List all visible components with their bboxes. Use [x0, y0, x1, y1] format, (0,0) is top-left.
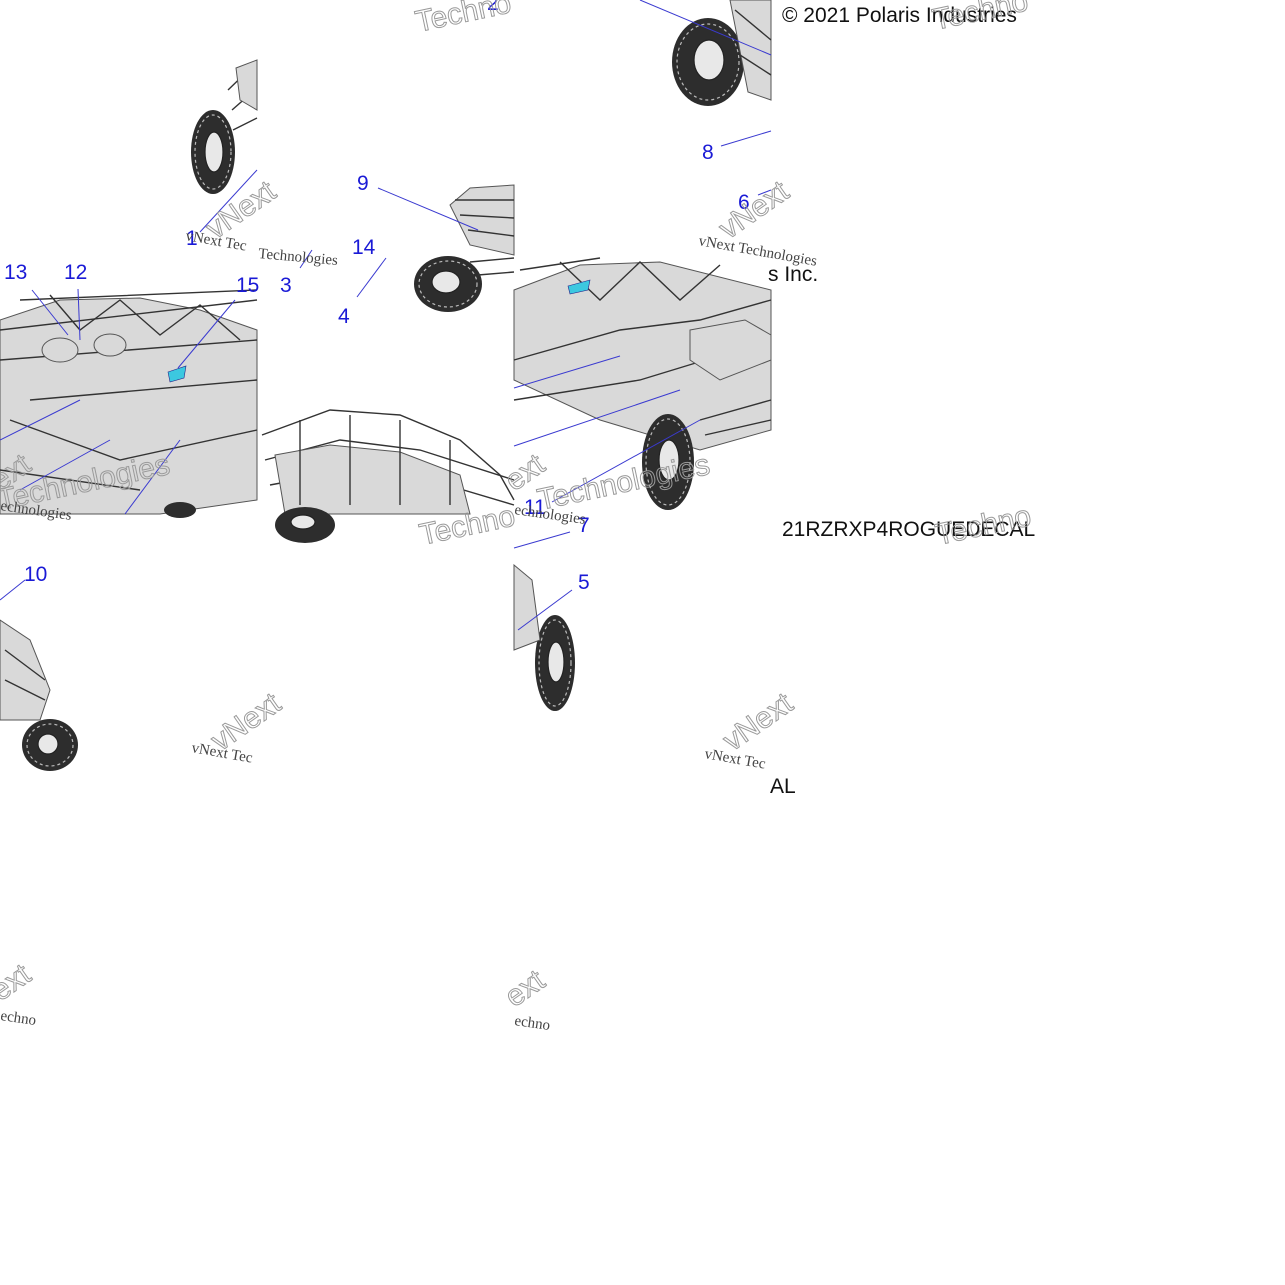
watermark-outline: vNext [717, 686, 799, 757]
watermark-outline: Techno [933, 499, 1034, 551]
copyright-fragment: s Inc. [768, 263, 818, 286]
diagram-code: 21RZRXP4ROGUEDECAL [782, 518, 1035, 541]
watermark-outline: Technologies [535, 448, 713, 517]
vehicle-frame-middle [261, 409, 515, 543]
watermark-outline: ext [0, 957, 37, 1007]
callout-14: 14 [352, 236, 376, 259]
callout-3: 3 [280, 274, 292, 297]
wheel-drawing-b [672, 0, 772, 106]
callout-10: 10 [24, 563, 47, 586]
wheel-drawing-e [0, 619, 78, 771]
vehicle-body-right [513, 257, 772, 510]
callout-4: 4 [338, 305, 350, 328]
wheel-drawing-c [414, 256, 515, 312]
watermark-outline: ext [499, 963, 551, 1013]
watermark-layer: Techno Techno Techno Techno Technologies… [0, 0, 1035, 1034]
vehicle-body-left [0, 289, 258, 518]
callout-labels: 1 2 3 4 5 6 7 8 9 10 11 12 13 14 15 [4, 0, 750, 594]
leader-lines [0, 0, 772, 631]
callout-13: 13 [4, 261, 27, 284]
callout-15: 15 [236, 274, 259, 297]
wheel-drawing-a [191, 59, 258, 194]
callout-2: 2 [487, 0, 499, 15]
copyright-notice: © 2021 Polaris Industries [782, 4, 1017, 27]
watermark-serif: echno [0, 1008, 37, 1029]
watermark-outline: Techno [930, 0, 1031, 37]
watermark-outline: vNext [713, 174, 795, 245]
rear-frame-drawing [449, 184, 515, 256]
watermark-outline: Techno [413, 0, 514, 39]
watermark-serif: Technologies [258, 246, 339, 269]
callout-1: 1 [186, 227, 198, 250]
callout-5: 5 [578, 571, 590, 594]
watermark-serif: echno [513, 1013, 551, 1034]
callout-9: 9 [357, 172, 369, 195]
callout-11: 11 [524, 496, 546, 519]
wheel-drawing-d [513, 563, 575, 711]
watermark-serif: vNext Technologies [697, 233, 818, 270]
callout-12: 12 [64, 261, 87, 284]
callout-7: 7 [578, 514, 590, 537]
diagram-code-fragment: AL [770, 775, 796, 798]
callout-6: 6 [738, 191, 750, 214]
callout-8: 8 [702, 141, 714, 164]
